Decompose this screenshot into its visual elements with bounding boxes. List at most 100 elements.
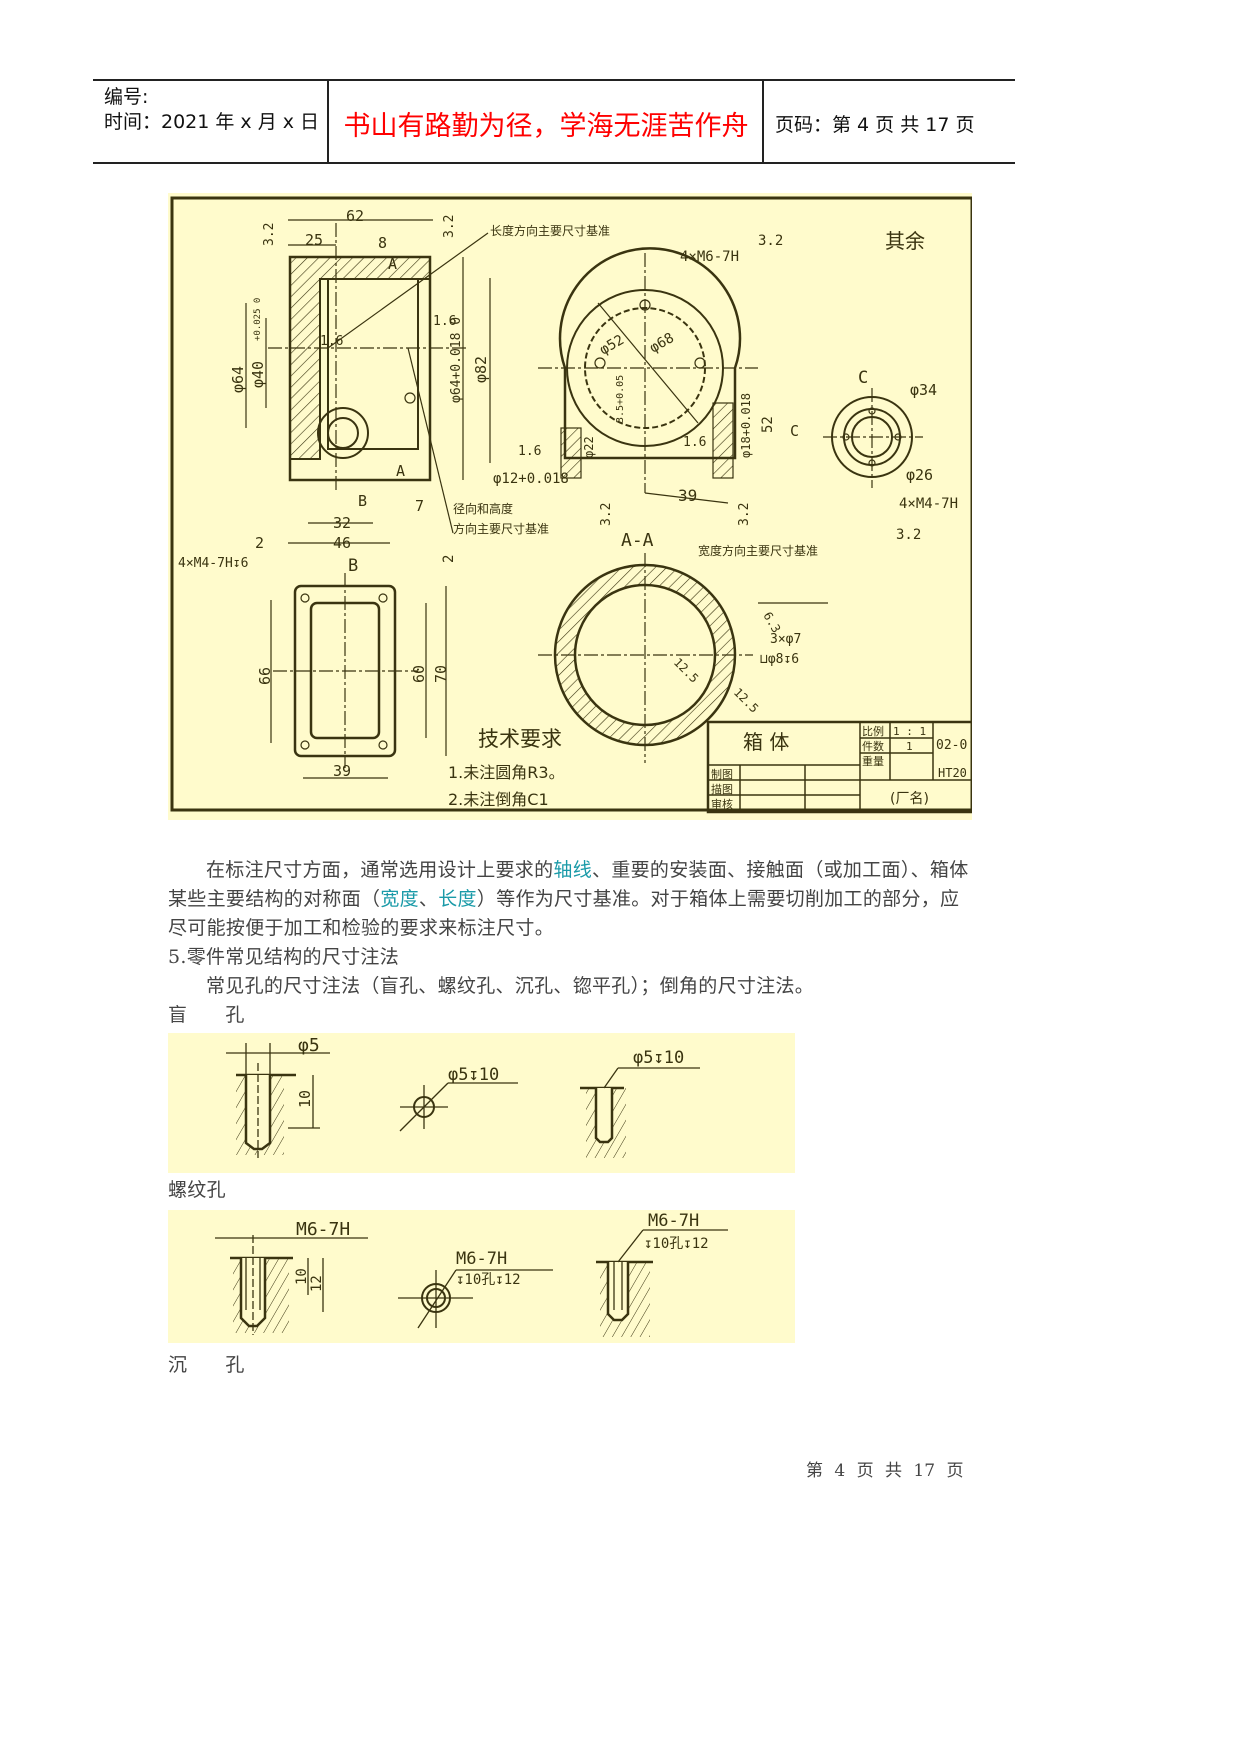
header-divider [762, 80, 764, 163]
dim-label: 66 [256, 667, 274, 685]
section-title: A-A [621, 530, 654, 551]
page-footer: 第 4 页 共 17 页 [806, 1461, 964, 1481]
view-mark: C [790, 422, 799, 440]
dim-label: φ22 [582, 436, 596, 458]
dim-label: 25 [305, 231, 323, 249]
link-width[interactable]: 宽度 [380, 888, 419, 910]
threaded-hole-figure: M6-7H 10 12 M6-7H ↧10孔↧12 M6-7H ↧10孔↧12 [168, 1210, 795, 1343]
roughness-label: 1.6 [518, 444, 541, 459]
tech-req-title: 技术要求 [478, 727, 562, 751]
link-length[interactable]: 长度 [438, 888, 477, 910]
dim-label: φ82 [472, 356, 490, 383]
body-paragraph-line: 某些主要结构的对称面（宽度、长度）等作为尺寸基准。对于箱体上需要切削加工的部分，… [168, 885, 959, 914]
weight-label: 重量 [862, 754, 884, 768]
view-title: B [348, 556, 358, 576]
count-value: 1 [906, 740, 913, 753]
dim-label: 10 [296, 1090, 314, 1108]
dim-label: 2 [255, 534, 264, 552]
dim-label: φ26 [906, 466, 933, 484]
scale-label: 比例 [862, 724, 884, 738]
roughness-label: 1.6 [433, 314, 456, 329]
dim-label: 52 [760, 416, 776, 433]
section-mark: A [396, 462, 405, 480]
drawing-number: 02-0 [936, 738, 967, 753]
checked-label: 审核 [711, 797, 733, 811]
dim-label: φ5↧10 [448, 1065, 499, 1085]
text: ）等作为尺寸基准。对于箱体上需要切削加工的部分，应 [476, 888, 960, 910]
view-mark: B [358, 492, 367, 510]
traced-label: 描图 [711, 782, 733, 796]
factory-name: (厂名) [890, 791, 929, 807]
header-top-rule [93, 79, 1015, 81]
page-indicator: 页码：第 4 页 共 17 页 [775, 114, 975, 136]
counterbore-label: ⊔φ8↧6 [760, 652, 799, 667]
thread-label: M6-7H [296, 1219, 350, 1240]
dim-label: 32 [333, 514, 351, 532]
dim-label: 8 [378, 234, 387, 252]
datum-note: 宽度方向主要尺寸基准 [698, 543, 818, 558]
view-c [823, 388, 923, 488]
dim-label: φ64 [229, 366, 247, 393]
dim-label: φ5↧10 [633, 1048, 684, 1068]
datum-note: 径向和高度 [453, 501, 513, 516]
thread-label: 4×M4-7H↧6 [178, 556, 248, 571]
dim-label: 7 [415, 497, 424, 515]
text: 、重要的安装面、接触面（或加工面）、箱体 [592, 859, 969, 881]
section-mark: A [388, 255, 397, 273]
view-title: C [858, 368, 868, 388]
front-view [245, 219, 491, 544]
body-paragraph-line: 在标注尺寸方面，通常选用设计上要求的轴线、重要的安装面、接触面（或加工面）、箱体 [168, 856, 969, 885]
figure-caption-counterbore: 沉 孔 [168, 1354, 245, 1376]
box-part-drawing: 62 25 8 3.2 3.2 A 长度方向主要尺寸基准 4×M6-7H 3.2… [168, 193, 972, 820]
dim-label: 39 [678, 486, 697, 505]
body-paragraph-line: 尽可能按便于加工和检验的要求来标注尺寸。 [168, 917, 555, 939]
text: 、 [418, 888, 439, 910]
section-heading: 5.零件常见结构的尺寸注法 [168, 946, 400, 968]
dim-label: φ64+0.018 0 [449, 317, 464, 403]
figure-caption-threaded-hole: 螺纹孔 [168, 1179, 226, 1201]
dim-label: φ40 [249, 361, 267, 388]
material: HT20 [938, 766, 967, 780]
dim-label: 46 [333, 534, 351, 552]
header-divider [327, 80, 329, 163]
hole-label: 3×φ7 [770, 632, 801, 647]
dim-label: φ5 [298, 1035, 320, 1056]
blind-hole-figure: φ5 10 φ5↧10 φ5↧10 [168, 1033, 795, 1173]
dim-label: φ18+0.018 [739, 393, 753, 458]
link-axis[interactable]: 轴线 [553, 859, 593, 881]
scale-value: 1 : 1 [893, 725, 926, 738]
roughness-other-label: 其余 [885, 229, 925, 253]
title-block [706, 720, 972, 814]
tech-note: 2.未注倒角C1 [448, 790, 549, 809]
roughness-label: 3.2 [599, 503, 614, 526]
datum-note: 长度方向主要尺寸基准 [490, 223, 610, 238]
dim-label: φ34 [910, 381, 937, 399]
tolerance-label: +0.025 0 [253, 298, 263, 341]
text: 某些主要结构的对称面（ [168, 888, 381, 910]
dim-label: 70 [432, 665, 450, 683]
doc-number-label: 编号: [104, 86, 149, 108]
tech-note: 1.未注圆角R3。 [448, 763, 565, 782]
thread-label: 4×M6-7H [680, 249, 739, 265]
roughness-label: 3.2 [758, 233, 783, 249]
roughness-label: 3.2 [262, 223, 277, 246]
dim-label: 2 [441, 555, 457, 563]
text: 在标注尺寸方面，通常选用设计上要求的 [206, 859, 554, 881]
figure-caption-blind-hole: 盲 孔 [168, 1004, 245, 1026]
thread-label: M6-7H [456, 1249, 507, 1269]
dim-label: 60 [410, 665, 428, 683]
header-bottom-rule [93, 162, 1015, 164]
dim-label: φ12+0.018 [493, 471, 569, 487]
thread-label: 4×M4-7H [899, 496, 958, 512]
count-label: 件数 [862, 740, 884, 753]
part-name: 箱 体 [743, 730, 789, 754]
depth-label: ↧10孔↧12 [456, 1272, 521, 1288]
dim-label: 62 [346, 207, 364, 225]
roughness-label: 3.2 [737, 503, 752, 526]
roughness-label: 1.6 [320, 334, 343, 349]
section-a-a [538, 553, 828, 763]
dim-label: 10 [294, 1268, 310, 1285]
roughness-label: 1.6 [683, 435, 706, 450]
thread-label: M6-7H [648, 1211, 699, 1231]
dim-label: 3.5+0.05 [615, 375, 626, 423]
